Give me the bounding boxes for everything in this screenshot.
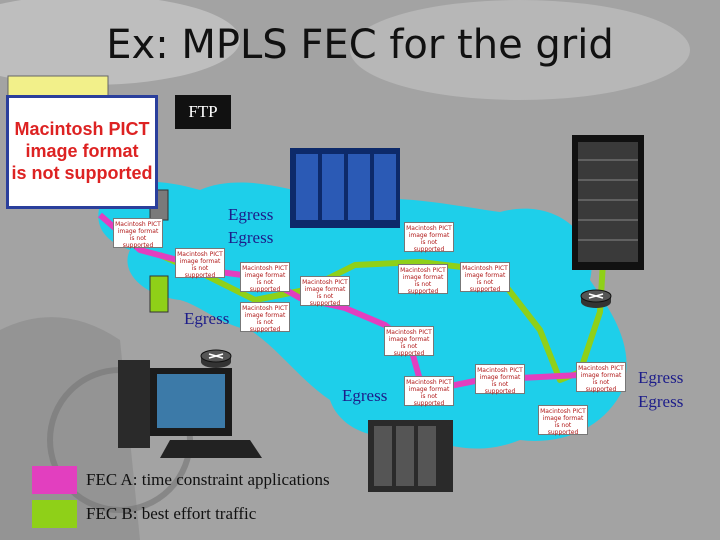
large-image-placeholder: Macintosh PICT image format is not suppo… [6,95,158,209]
egress-label: Egress [184,309,230,328]
egress-label: Egress [638,392,684,411]
server-cluster-icon [290,148,400,228]
router-icon [200,349,232,368]
server-rack-icon [572,135,644,270]
ftp-label: FTP [175,95,231,129]
legend-swatch [32,466,77,494]
slide-title: Ex: MPLS FEC for the grid [106,22,614,68]
device-icon [149,275,169,313]
egress-label: Egress [638,368,684,387]
legend-label: FEC B: best effort traffic [86,504,257,523]
router-icon [580,289,612,308]
placeholder-line: is not supported [11,163,153,183]
placeholder-line: Macintosh PICT [14,119,150,139]
desktop-computer-icon [118,360,262,458]
egress-label: Egress [228,228,274,247]
egress-label: Egress [228,205,274,224]
egress-label: Egress [342,386,388,405]
supercomputer-icon [368,420,453,492]
legend-label: FEC A: time constraint applications [86,470,330,489]
legend-swatch [32,500,77,528]
placeholder-line: image format [25,141,139,161]
